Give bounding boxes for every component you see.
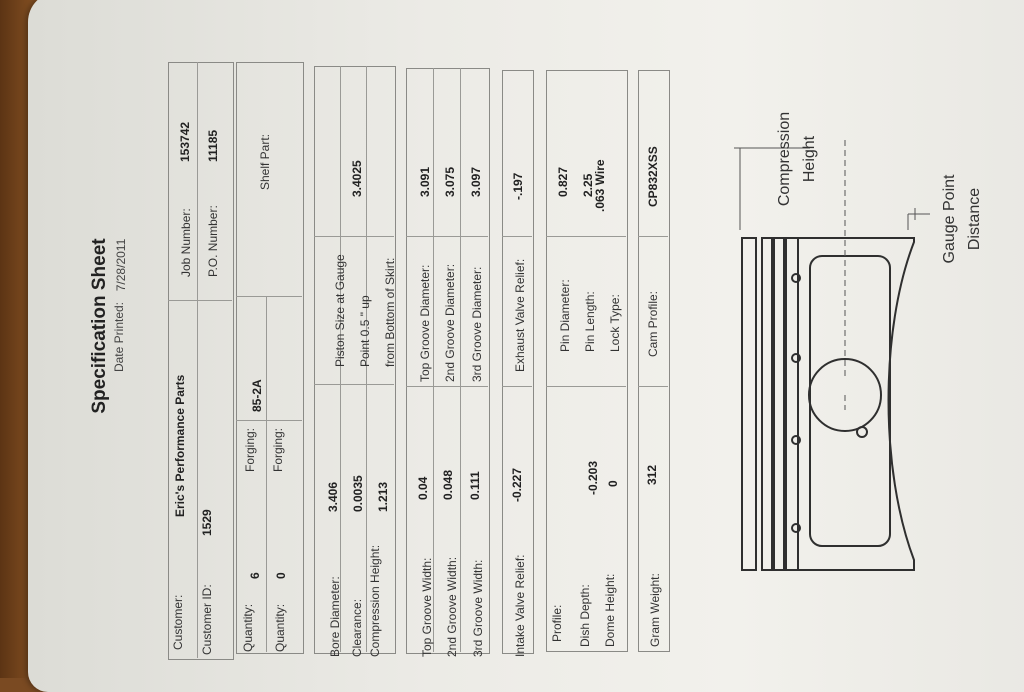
clearance-value: 0.0035 [351, 475, 365, 512]
2nd-groove-diameter-label: 2nd Groove Diameter: [443, 263, 457, 382]
quantity-box [236, 62, 304, 654]
quantity-2-value: 0 [274, 572, 288, 579]
customer-id-label: Customer ID: [200, 584, 214, 655]
intake-valve-relief-label: Intake Valve Relief: [513, 554, 527, 658]
exhaust-valve-relief-label: Exhaust Valve Relief: [513, 258, 527, 372]
cam-profile-value: CP832XSS [646, 146, 660, 207]
lock-type-value: .063 Wire [593, 159, 607, 212]
gram-weight-box [638, 70, 670, 652]
top-groove-diameter-value: 3.091 [418, 166, 432, 197]
pin-diameter-value: 0.827 [556, 166, 570, 197]
job-number-value: 153742 [178, 121, 192, 162]
quantity-2-label: Quantity: [273, 603, 287, 652]
gram-weight-value: 312 [645, 464, 659, 485]
job-number-label: Job Number: [179, 208, 193, 277]
3rd-groove-diameter-label: 3rd Groove Diameter: [470, 266, 484, 382]
2nd-groove-width-value: 0.048 [441, 469, 455, 500]
dome-height-label: Dome Height: [603, 573, 617, 647]
dish-depth-label: Dish Depth: [578, 584, 592, 647]
shelf-part-label: Shelf Part: [258, 133, 272, 191]
compression-height-value: 1.213 [376, 481, 390, 512]
profile-label: Profile: [550, 604, 564, 642]
quantity-1-value: 6 [248, 572, 262, 579]
profile-box [546, 70, 628, 652]
forging-2-label: Forging: [271, 427, 285, 472]
forging-1-label: Forging: [243, 427, 257, 472]
gauge-point-line2: Distance [966, 187, 983, 251]
po-number-value: 11185 [206, 129, 220, 162]
specification-sheet: Specification Sheet Date Printed: 7/28/2… [89, 62, 983, 660]
customer-id-value: 1529 [200, 509, 214, 536]
top-groove-width-label: Top Groove Width: [420, 557, 434, 657]
lock-type-label: Lock Type: [608, 294, 622, 352]
intake-valve-relief-value: -0.227 [510, 467, 524, 502]
2nd-groove-diameter-value: 3.075 [443, 166, 457, 197]
customer-value: Eric's Performance Parts [173, 374, 187, 517]
customer-label: Customer: [171, 594, 185, 650]
compression-height-label: Compression Height: [368, 544, 382, 657]
clearance-label: Clearance: [350, 598, 364, 657]
gauge-point-line1: Gauge Point [941, 174, 958, 264]
po-number-label: P.O. Number: [206, 205, 220, 277]
page-title: Specification Sheet [89, 238, 110, 414]
quantity-1-label: Quantity: [241, 603, 255, 652]
piston-size-line1: Piston Size at Gauge [333, 254, 347, 367]
cam-profile-label: Cam Profile: [646, 290, 660, 357]
3rd-groove-width-value: 0.111 [468, 471, 482, 500]
paper-sheet [28, 0, 1024, 692]
pin-length-label: Pin Length: [583, 291, 597, 352]
bore-box [314, 66, 396, 654]
bore-diameter-label: Bore Diameter: [328, 576, 342, 657]
pin-diameter-label: Pin Diameter: [558, 279, 572, 352]
grooves-box [406, 68, 490, 654]
gram-weight-label: Gram Weight: [648, 573, 662, 647]
3rd-groove-width-label: 3rd Groove Width: [471, 559, 485, 657]
dome-height-value: 0 [606, 480, 620, 487]
piston-diagram [734, 140, 930, 571]
top-groove-width-value: 0.04 [416, 476, 430, 500]
bore-diameter-value: 3.406 [326, 481, 340, 512]
compression-height-line2: Height [801, 135, 818, 183]
date-printed-value: 7/28/2011 [114, 238, 128, 292]
piston-size-value: 3.4025 [350, 160, 364, 197]
customer-box [168, 62, 234, 660]
dish-depth-value: -0.203 [586, 460, 600, 495]
forging-1-value: 85-2A [250, 379, 264, 412]
2nd-groove-width-label: 2nd Groove Width: [445, 556, 459, 657]
top-groove-diameter-label: Top Groove Diameter: [418, 264, 432, 382]
exhaust-valve-relief-value: -.197 [511, 172, 525, 200]
valves-box [502, 70, 534, 654]
piston-size-line2: Point 0.5 " up [358, 295, 372, 367]
3rd-groove-diameter-value: 3.097 [469, 166, 483, 197]
compression-height-line1: Compression [776, 111, 793, 207]
piston-size-line3: from Bottom of Skirt: [383, 257, 397, 367]
